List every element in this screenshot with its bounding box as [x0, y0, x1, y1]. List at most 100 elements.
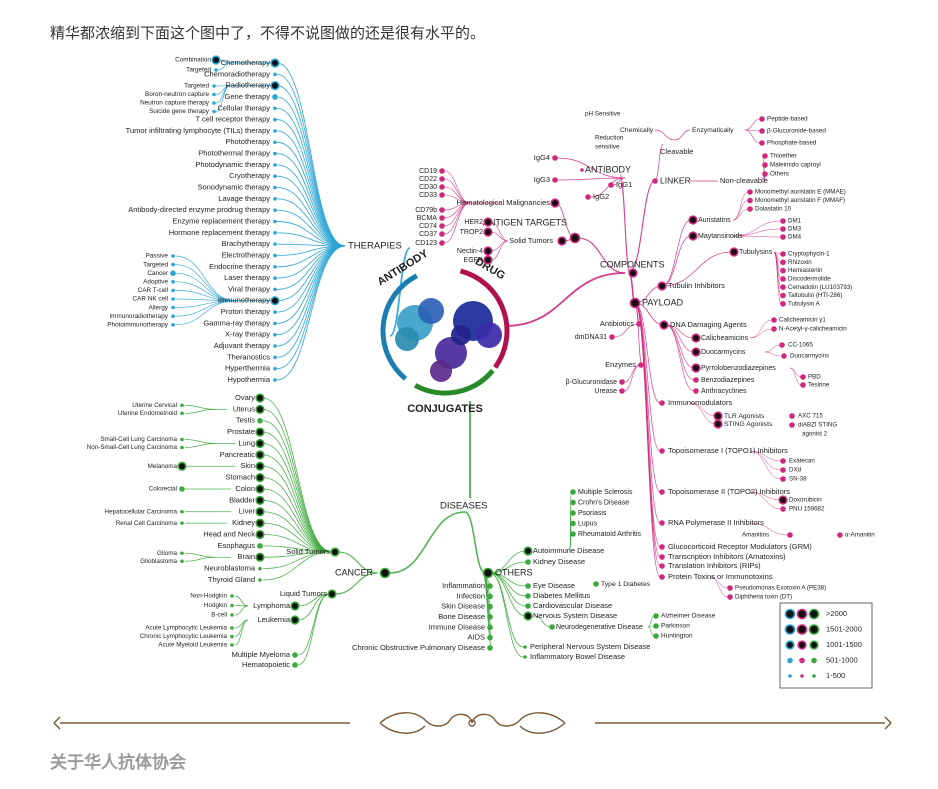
- connector-line: [276, 245, 346, 370]
- disease-sub-crohn-s-disease: Crohn's Disease: [578, 499, 629, 506]
- antigen-cd30: CD30: [419, 184, 437, 191]
- connector-line: [262, 454, 333, 553]
- therapy-sub-suicide-gene-therapy: Suicide gene therapy: [149, 108, 210, 115]
- connector-line: [744, 129, 761, 144]
- huntington-dot: [653, 633, 659, 639]
- non-hodgkin-dot: [230, 594, 234, 598]
- connector-line: [276, 62, 346, 247]
- chronic-lymphocytic-leukemia-dot: [230, 634, 234, 639]
- connector-line: [623, 364, 641, 392]
- sonodynamic-therapy-dot: [273, 185, 277, 190]
- dm1-dot: [780, 218, 786, 224]
- connector-line: [276, 119, 346, 247]
- disease-sub-psoriasis: Psoriasis: [578, 510, 607, 517]
- therapy-sub-photoimmunotherapy: Photoimmunotherapy: [107, 321, 169, 328]
- tumor-sub-melanoma: Melanoma: [148, 463, 178, 470]
- payload-immunomodulators: Immunomodulators: [668, 398, 732, 407]
- n-acetyl-calicheamicin-dot: [771, 326, 777, 332]
- connector-line: [744, 118, 761, 131]
- leukemia-dot: [290, 615, 300, 625]
- connector-line: [619, 174, 631, 274]
- hub-antigen-targets: ANTIGEN TARGETS: [483, 217, 567, 227]
- linker-non-cleavable: Non-cleavable: [720, 176, 768, 185]
- hemiasterlin-dot: [780, 267, 786, 274]
- payload-dmdna31: dmDNA31: [575, 334, 607, 341]
- connector-line: [732, 235, 782, 238]
- antigen-cd19: CD19: [419, 168, 437, 175]
- payload-diabzi-1: diABZI STING: [798, 422, 837, 429]
- cd19-dot: [439, 168, 445, 174]
- photothermal-therapy-dot: [273, 151, 277, 156]
- therapy-hyperthermia: Hyperthermia: [225, 364, 271, 373]
- tumor-uterus: Uterus: [233, 404, 255, 413]
- therapy-enzyme-replacement-therapy: Enzyme replacement therapy: [172, 216, 270, 225]
- therapy-adjuvant-therapy: Adjuvant therapy: [214, 341, 271, 350]
- therapy-theranostics: Theranostics: [227, 352, 270, 361]
- linker-peptide-based: Peptide-based: [767, 116, 808, 123]
- connector-line: [613, 323, 639, 338]
- therapy-sub-combination: Combination: [175, 57, 211, 64]
- linker-others: Others: [770, 171, 789, 178]
- connector-line: [276, 141, 346, 247]
- antibiotics-dot: [636, 321, 642, 327]
- calicheamicins-dot: [691, 333, 701, 343]
- payload-translation-inhibitors-rips: Translation Inhibitors (RIPs): [668, 561, 761, 570]
- pyrrolobenzodiazepines-dot: [691, 363, 701, 373]
- enzymes-dot: [638, 362, 644, 368]
- viral-therapy-dot: [273, 287, 277, 292]
- rhizoxin-dot: [780, 259, 786, 266]
- payload-cemadotin-lu103793: Cemadotin (LU103793): [788, 284, 852, 291]
- tumor-colon: Colon: [235, 484, 255, 493]
- nectin-4-dot: [483, 246, 493, 256]
- molecule-shape: [430, 360, 452, 382]
- connector-line: [443, 178, 471, 204]
- lavage-therapy-dot: [273, 197, 277, 201]
- therapy-cryotherapy: Cryotherapy: [229, 171, 270, 180]
- disease-inflammation: Inflammation: [442, 581, 485, 590]
- chemotherapy-dot: [270, 58, 280, 68]
- hub-cancer: CANCER: [335, 567, 374, 577]
- molecule-shape: [395, 327, 419, 351]
- disease-skin-disease: Skin Disease: [441, 602, 485, 611]
- components-dot: [628, 268, 638, 278]
- igg3-dot: [552, 177, 558, 183]
- others-dot: [762, 171, 768, 177]
- hub-linker: LINKER: [660, 175, 691, 185]
- sn-38-dot: [780, 476, 786, 482]
- antibody-igg4: IgG4: [534, 153, 550, 162]
- sting-agonists-dot: [713, 419, 723, 429]
- testis-dot: [257, 417, 263, 424]
- therapy-gamma-ray-therapy: Gamma-ray therapy: [203, 318, 270, 327]
- payload-protein-toxins-or-immunotoxins: Protein Toxins or Immunotoxins: [668, 572, 773, 581]
- payload-amanitin: α-Amanitin: [845, 532, 875, 539]
- logo-conjugates-label: CONJUGATES: [407, 403, 483, 415]
- payload-sub-cc-1065: CC-1065: [788, 342, 813, 349]
- monomethyl-auristatin-e-mmae-dot: [747, 189, 753, 195]
- payload-tlr-agonists: TLR Agonists: [724, 413, 765, 420]
- antibody-igg2: IgG2: [593, 192, 609, 201]
- x-ray-therapy-dot: [273, 332, 277, 337]
- legend-dot: [785, 640, 795, 650]
- tumor-neuroblastoma: Neuroblastoma: [204, 564, 256, 573]
- payload-sub-duocarmycins: Duocarmycins: [790, 353, 829, 360]
- tumor-sub-non-small-cell-lung-carcinoma: Non-Small-Cell Lung Carcinoma: [87, 444, 178, 451]
- cemadotin-lu103793-dot: [780, 284, 786, 290]
- therapy-photodynamic-therapy: Photodynamic therapy: [195, 160, 270, 169]
- bcma-dot: [439, 215, 445, 221]
- cd33-dot: [439, 192, 445, 198]
- molecule-shape: [451, 325, 471, 345]
- sub-duocarmycins-dot: [781, 353, 787, 359]
- nervous-system-disease-dot: [523, 611, 533, 621]
- multiple-myeloma-dot: [292, 652, 298, 658]
- tumor-lung: Lung: [238, 438, 255, 447]
- antigen-egfr: EGFR: [464, 257, 483, 264]
- connector-line: [464, 511, 486, 574]
- connector-line: [337, 551, 379, 574]
- payload-dolastatin-10: Dolastatin 10: [755, 206, 792, 213]
- skin-disease-dot: [487, 603, 493, 610]
- legend-dot: [800, 674, 804, 678]
- therapy-photothermal-therapy: Photothermal therapy: [198, 149, 270, 158]
- antigen-her2: HER2: [464, 219, 483, 226]
- igg4-dot: [552, 155, 558, 161]
- glioblastoma-dot: [180, 559, 184, 564]
